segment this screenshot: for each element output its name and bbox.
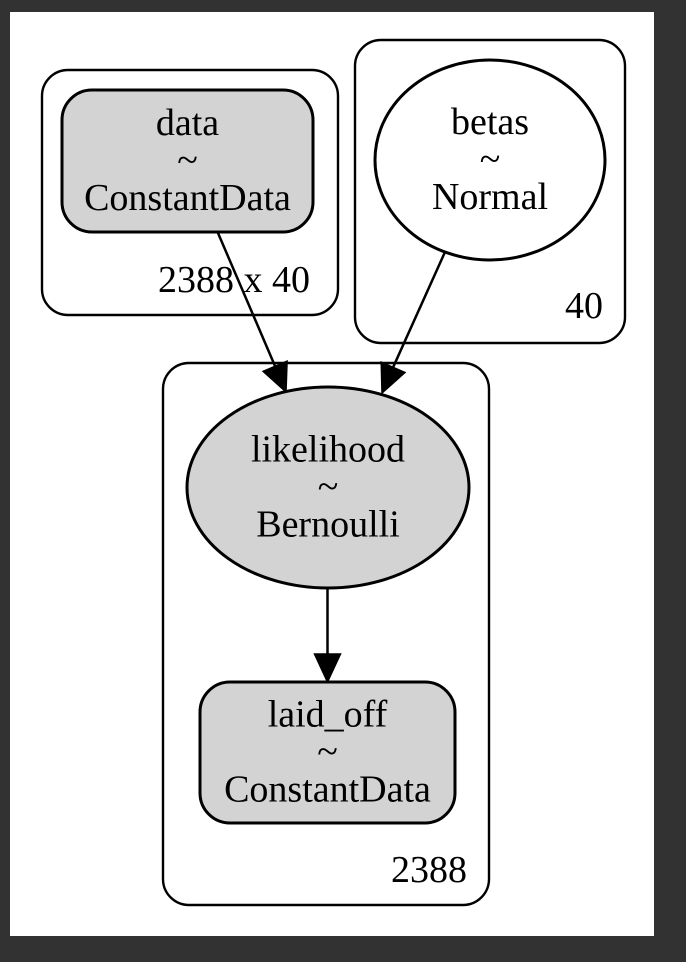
edge-likelihood-to-laidoff (313, 588, 342, 684)
edge-data-likelihood-arrowhead-icon (261, 359, 288, 394)
edge-betas-likelihood-arrowhead-icon (380, 360, 407, 395)
node-data: data ~ ConstantData (60, 88, 315, 234)
node-data-name: data (156, 102, 219, 144)
node-data-shape (60, 88, 315, 234)
plate-likelihood (161, 361, 491, 907)
node-betas-name: betas (451, 101, 529, 143)
node-data-op: ~ (177, 140, 198, 182)
node-betas-op: ~ (480, 139, 501, 181)
edge-data-to-likelihood (216, 232, 288, 394)
plate-betas-label: 40 (565, 285, 603, 327)
edge-betas-likelihood-line (391, 251, 447, 368)
edge-data-likelihood-line (216, 232, 277, 367)
node-likelihood-dist: Bernoulli (256, 504, 400, 546)
node-betas: betas ~ Normal (373, 58, 607, 262)
plate-likelihood-label: 2388 (391, 849, 467, 891)
node-laid-off-op: ~ (317, 731, 338, 773)
node-laid-off-dist: ConstantData (224, 769, 431, 811)
plate-betas (353, 38, 627, 345)
node-laid-off-shape (198, 680, 457, 825)
plate-data-label: 2388 x 40 (158, 259, 310, 301)
node-laid-off: laid_off ~ ConstantData (198, 680, 457, 825)
node-likelihood-name: likelihood (251, 429, 405, 471)
plate-data (40, 68, 340, 317)
node-laid-off-name: laid_off (268, 694, 388, 736)
node-data-dist: ConstantData (84, 177, 291, 219)
node-betas-shape (373, 58, 607, 262)
edge-likelihood-laidoff-arrowhead-icon (313, 653, 342, 684)
node-likelihood-shape (185, 385, 471, 590)
edge-betas-to-likelihood (380, 251, 447, 395)
node-likelihood: likelihood ~ Bernoulli (185, 385, 471, 590)
node-betas-dist: Normal (432, 176, 548, 218)
node-likelihood-op: ~ (318, 466, 339, 508)
